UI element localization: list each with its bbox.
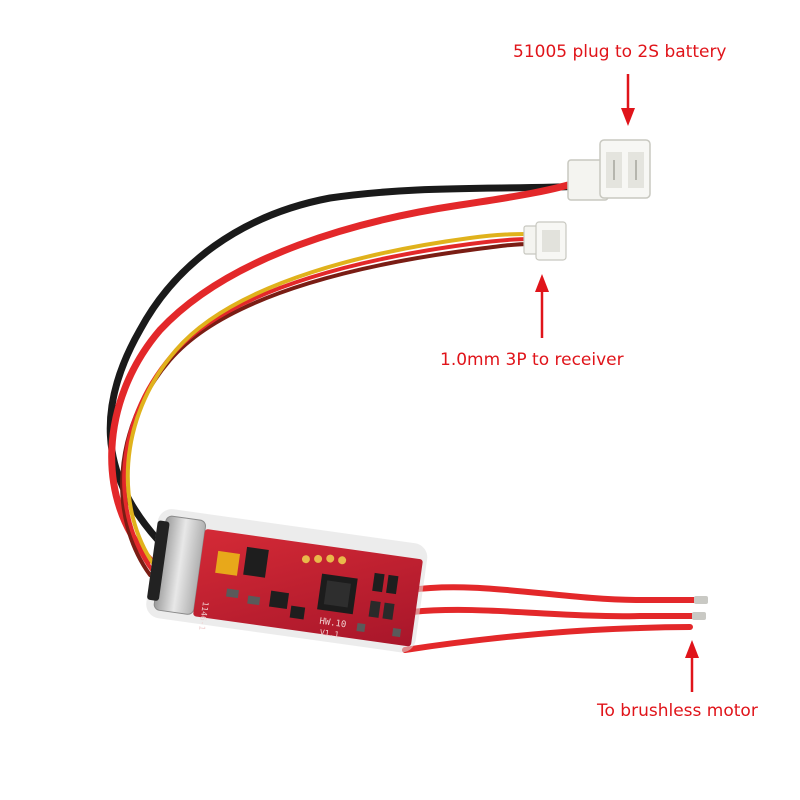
arrow-to-battery-plug [621,74,635,126]
yellow-signal-wire [125,232,532,567]
arrow-to-receiver-plug [535,274,549,338]
receiver-connector [523,221,567,261]
motor-wire-middle [409,606,699,620]
board-code-marking: 1146-1 [197,601,210,631]
motor-leads-annotation: To brushless motor [597,701,758,721]
receiver-plug-annotation: 1.0mm 3P to receiver [440,350,624,370]
arrow-to-motor-leads [685,640,699,692]
red-battery-wire [108,176,589,564]
motor-wire-tip-middle [692,612,706,620]
motor-wire-tip-upper [694,596,708,604]
red-signal-wire [122,237,532,572]
board-model-marking: HW.10 [319,617,347,631]
battery-connector [567,139,651,201]
motor-wire-lower [402,624,693,653]
board-version-marking: V1.1 [319,628,340,640]
esc-board: HW.10 V1.1 1146-1 [146,509,428,653]
battery-plug-annotation: 51005 plug to 2S battery [513,42,727,62]
motor-wire-upper [407,584,701,604]
